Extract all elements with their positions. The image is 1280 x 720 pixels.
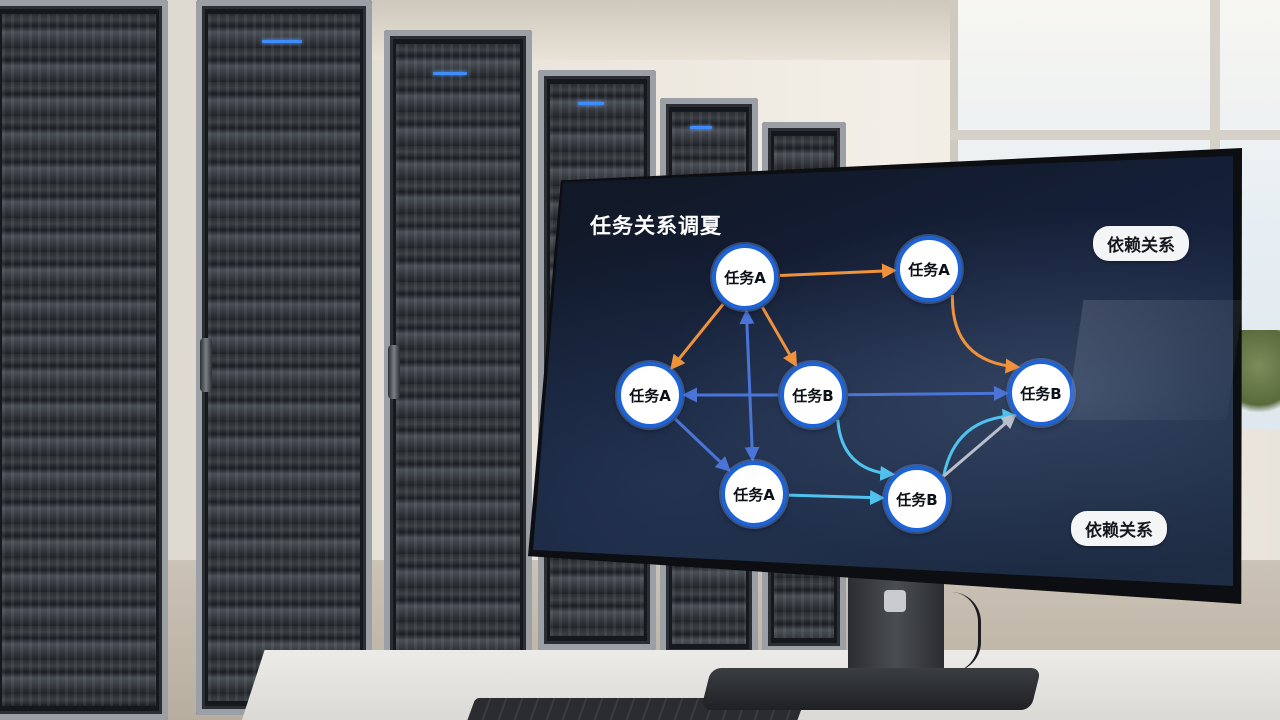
task-node: 任务B: [1008, 360, 1074, 426]
server-rack: [0, 0, 168, 720]
task-node: 任务A: [712, 244, 778, 310]
rack-door-handle: [200, 338, 212, 392]
status-led: [690, 126, 712, 129]
status-led: [433, 72, 467, 75]
outside-tree: [1235, 330, 1280, 420]
task-node: 任务A: [896, 236, 962, 302]
status-led: [262, 40, 302, 43]
stand-cable-slot: [884, 590, 906, 612]
server-rack: [384, 30, 532, 680]
window-frame: [950, 130, 1280, 140]
task-node: 任务A: [617, 362, 683, 428]
task-node: 任务B: [884, 466, 950, 532]
task-node: 任务A: [721, 461, 787, 527]
monitor-cable: [938, 592, 981, 672]
legend-label: 依赖关系: [1071, 511, 1167, 546]
server-rack: [196, 0, 372, 715]
screen-glare: [1066, 300, 1244, 420]
legend-label: 依赖关系: [1093, 226, 1189, 261]
monitor-base: [700, 668, 1042, 710]
task-node: 任务B: [780, 362, 846, 428]
rack-door-handle: [388, 345, 400, 399]
diagram-title: 任务关系调夏: [590, 214, 722, 238]
status-led: [578, 102, 604, 105]
